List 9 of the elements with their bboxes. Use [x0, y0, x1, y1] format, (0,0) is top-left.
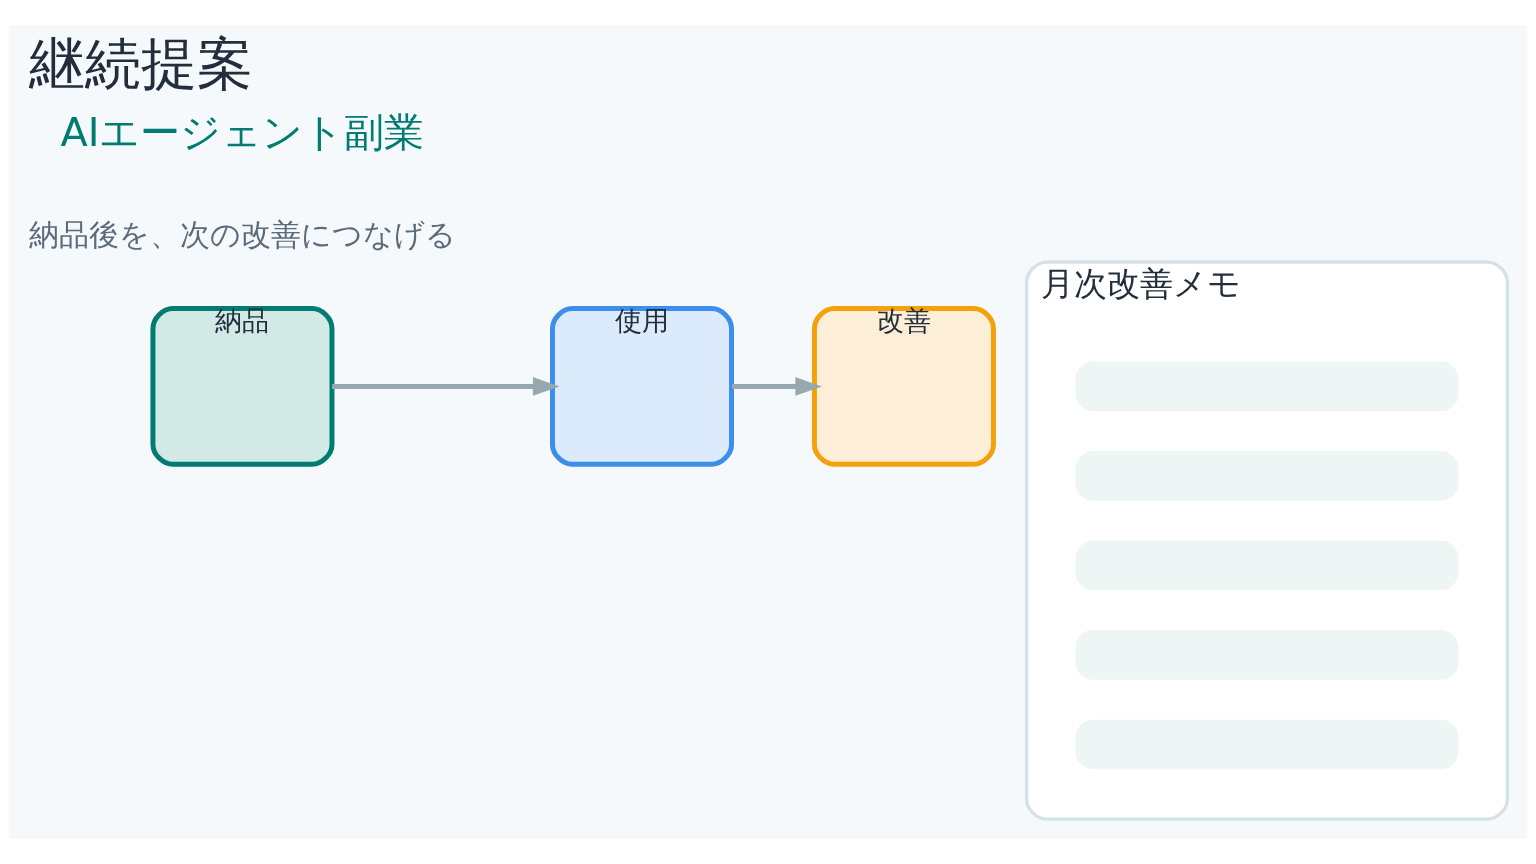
node-box: 改善 — [811, 306, 996, 467]
label: AIエージェント副業 — [60, 109, 425, 156]
cluster: 月次改善メモ — [1024, 260, 1510, 821]
diagram-title: 継続提案 — [29, 31, 254, 97]
node-box: 納品 — [150, 306, 335, 467]
arrow — [731, 377, 822, 396]
node-box: 使用 — [550, 306, 734, 467]
label: 納品後を、次の改善につなげる — [28, 216, 456, 252]
arrow — [332, 377, 560, 396]
